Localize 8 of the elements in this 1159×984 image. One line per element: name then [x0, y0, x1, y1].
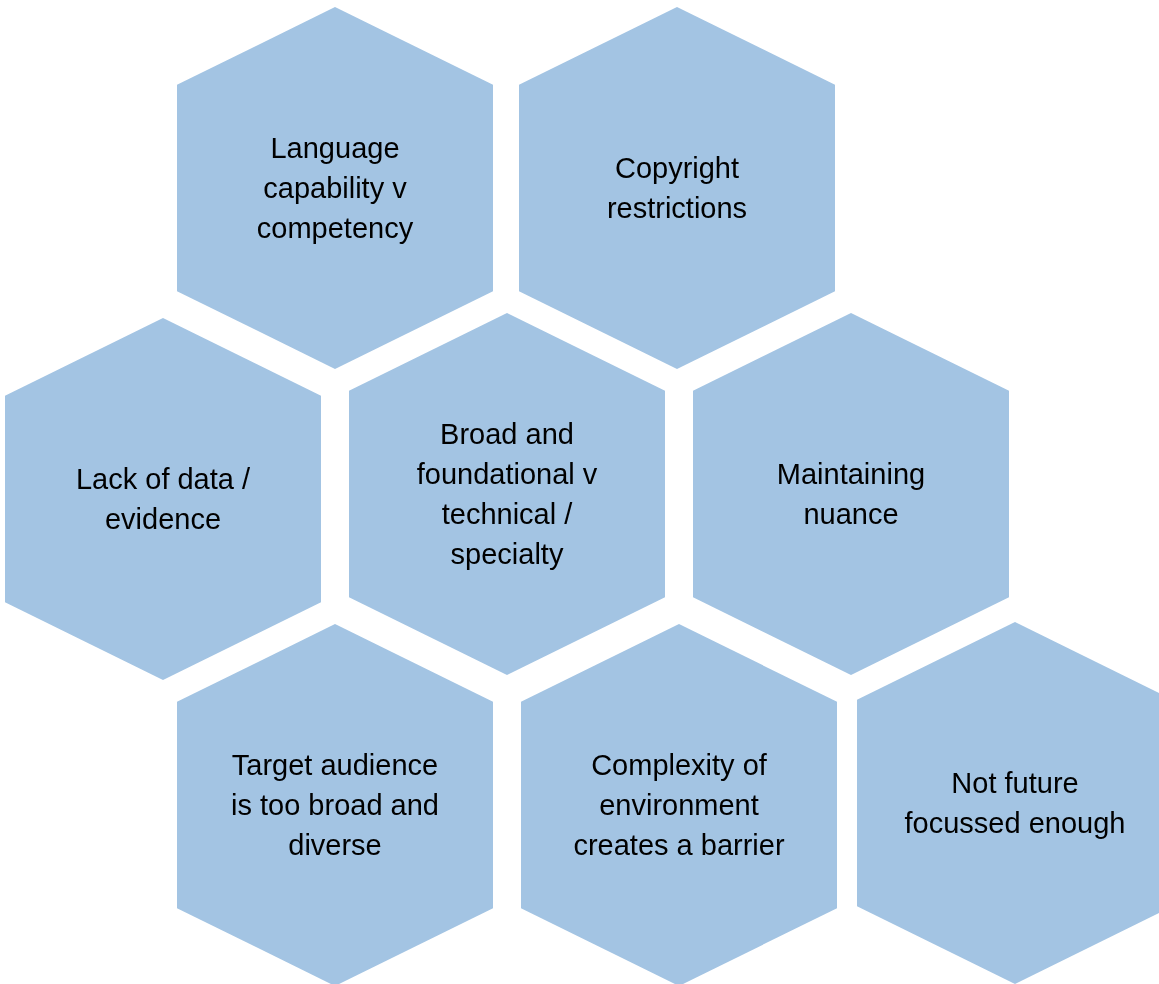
hexagon-label: Lack of data / evidence: [74, 462, 252, 537]
hexagon-label: Target audience is too broad and diverse: [230, 748, 440, 863]
hexagon-label: Language capability v competency: [255, 131, 415, 246]
hexagon-label: Copyright restrictions: [605, 151, 749, 226]
hexagon-label: Complexity of environment creates a barrier: [572, 748, 786, 863]
hexagon-label: Not future focussed enough: [903, 766, 1127, 841]
hexagon-label: Broad and foundational v technical / specialty: [415, 417, 599, 572]
hexagon-label: Maintaining nuance: [775, 457, 927, 532]
